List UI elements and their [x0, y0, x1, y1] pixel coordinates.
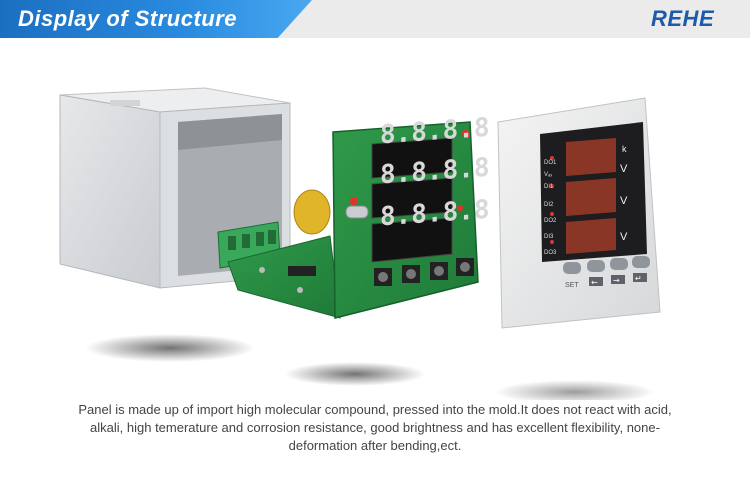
meter-unit-v3: V: [620, 231, 628, 243]
meter-label-di2: DI2: [544, 202, 554, 208]
meter-button-left-label: ←: [591, 278, 598, 287]
meter-unit-k: k: [622, 144, 627, 154]
meter-label-do2: DO2: [544, 218, 557, 224]
product-photo: 8.8.8.8 8.8.8.8 8.8.8.8 DO1: [59, 87, 661, 400]
main-pcb: 8.8.8.8 8.8.8.8 8.8.8.8: [332, 113, 490, 319]
shadow-pcb: [285, 362, 425, 386]
brand-logo: REHE: [651, 6, 714, 32]
meter-label-do3: DO3: [544, 250, 557, 256]
capacitor: [293, 189, 331, 235]
front-panel-meter: DO1 Vₐₓ DI1 DI2 DO2 DI3 DO3 k V V V SET …: [497, 97, 661, 329]
meter-display-1: [566, 138, 616, 176]
meter-button-enter-label: ↵: [635, 274, 642, 283]
meter-unit-v1: V: [620, 163, 628, 175]
brand-name: REHE: [651, 6, 715, 31]
shadow-case: [85, 334, 255, 362]
description-text: Panel is made up of import high molecula…: [78, 402, 672, 453]
lower-pcb: [227, 235, 341, 319]
page-title: Display of Structure: [18, 6, 238, 31]
meter-label-di3: DI3: [544, 234, 554, 240]
meter-display-3: [566, 218, 616, 254]
meter-label-di1: DI1: [544, 184, 554, 190]
shadow-panel: [495, 380, 655, 400]
pcb-display-2: 8.8.8.8: [371, 153, 490, 219]
meter-label-v: Vₐₓ: [544, 172, 552, 178]
title-banner: Display of Structure: [0, 0, 312, 38]
meter-label-do1: DO1: [544, 160, 557, 166]
meter-button-set-label: SET: [565, 282, 579, 289]
meter-button-right-label: →: [613, 276, 620, 285]
meter-unit-v2: V: [620, 195, 628, 207]
meter-display-2: [566, 178, 616, 216]
meter-buttons: SET ← → ↵: [563, 256, 650, 289]
housing-case: [59, 87, 291, 289]
svg-text:8.8.8.8: 8.8.8.8: [380, 113, 490, 151]
pcb-display-1: 8.8.8.8: [371, 113, 490, 179]
pcb-tactile-buttons: [374, 258, 474, 286]
pcb-display-3: 8.8.8.8: [371, 195, 490, 263]
